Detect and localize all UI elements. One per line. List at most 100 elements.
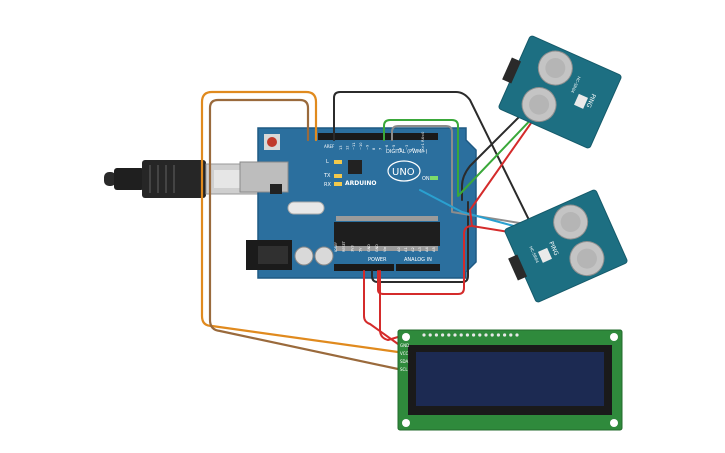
sensor-top-header	[502, 57, 522, 84]
on-label: ON	[422, 176, 430, 182]
digital-pin-label: 7	[379, 148, 383, 150]
lcd-screen	[416, 352, 604, 406]
lcd-pin-labels: GND VCC SDA SCL	[400, 343, 409, 372]
lcd-header-hole	[515, 333, 519, 337]
lcd-header-hole	[428, 333, 432, 337]
capacitor-1	[294, 246, 314, 266]
arduino-uno-board: DIGITAL (PWM~) AREF L TX RX ON ARDUINO U…	[239, 127, 477, 279]
lcd-header-hole	[478, 333, 482, 337]
usb-strain-relief	[114, 168, 144, 190]
power-header	[334, 264, 394, 271]
lcd-header-hole	[465, 333, 469, 337]
led-l	[334, 160, 342, 164]
lcd-header-holes	[422, 333, 519, 337]
lcd-module: GND VCC SDA SCL	[397, 329, 623, 431]
txrx-pin-label: TX>1 RX<0	[421, 131, 425, 154]
lcd-pin-label: SCL	[400, 367, 408, 372]
digital-pin-label: 12	[346, 145, 350, 150]
sensor-bottom-label: HC-SR04	[528, 245, 540, 264]
power-pin-label: Vin	[383, 247, 387, 252]
analog-header	[396, 264, 440, 271]
power-label: POWER	[368, 257, 387, 263]
digital-pin-label: ~3	[405, 145, 409, 150]
ultrasonic-sensor-top: HC-SR04 PING	[498, 35, 622, 149]
wire-orange-sda	[200, 90, 400, 354]
lcd-header-hole	[509, 333, 513, 337]
digital-pin-label: 13	[339, 145, 343, 150]
lcd-header-hole	[434, 333, 438, 337]
analog-pin-label: A2	[411, 247, 415, 252]
l-label: L	[326, 159, 329, 165]
digital-pin-label: 4	[398, 147, 402, 150]
wire-blue-bottom	[419, 189, 537, 233]
digital-pin-label: ~11	[352, 142, 356, 150]
sensor-top-crystal	[574, 93, 589, 109]
wire-gray-bottom	[391, 125, 539, 227]
wire-brown-scl	[208, 98, 400, 371]
uno-badge	[387, 160, 421, 182]
power-pin-label: RESET	[342, 240, 346, 252]
lcd-header-hole	[453, 333, 457, 337]
lcd-mount-hole-br	[610, 419, 618, 427]
power-pin-label: GND	[367, 244, 371, 252]
power-pin-label: 3V3	[350, 245, 354, 252]
analog-pin-label: A0	[397, 247, 401, 252]
atmega-chip	[334, 222, 440, 246]
digital-pin-label: ~10	[359, 142, 363, 150]
rx-label: RX	[324, 182, 331, 188]
lcd-mount-hole-tl	[402, 333, 410, 341]
digital-label: DIGITAL (PWM~)	[386, 149, 428, 155]
lcd-header-hole	[484, 333, 488, 337]
wire-red-lcd-gnd	[379, 270, 399, 341]
lcd-header-hole	[459, 333, 463, 337]
lcd-header-hole	[503, 333, 507, 337]
capacitor-2	[314, 246, 334, 266]
led-tx	[334, 174, 342, 178]
wire-red-top-vcc	[469, 115, 537, 227]
brand-label: ARDUINO	[345, 180, 376, 187]
wire-black-power-gnd	[371, 201, 469, 283]
led-on	[430, 176, 438, 180]
lcd-pin-label: GND	[400, 343, 409, 348]
sensor-bottom-crystal	[537, 247, 552, 263]
uno-label: UNO	[392, 167, 415, 178]
analog-pin-label: A1	[404, 247, 408, 252]
usb-chip	[348, 160, 362, 174]
sensor-top-label: HC-SR04	[570, 76, 582, 95]
lcd-mount-hole-tr	[610, 333, 618, 341]
tx-label: TX	[323, 173, 331, 179]
analog-pin-label: A4	[425, 247, 429, 252]
digital-pin-label: 8	[372, 147, 376, 150]
wire-black-gnd-bottom	[333, 91, 531, 223]
power-pin-label: 5V	[359, 247, 363, 252]
lcd-pin-label: SDA	[400, 359, 409, 364]
digital-header	[318, 133, 438, 140]
wire-green-top	[383, 109, 541, 197]
wire-red-bottom-vcc	[377, 225, 535, 295]
crystal	[287, 201, 325, 215]
power-pin-label: IOREF	[334, 242, 338, 252]
analog-pin-label: A5	[432, 247, 436, 252]
wires	[200, 90, 541, 371]
digital-pin-label: ~6	[385, 144, 389, 150]
lcd-mount-hole-bl	[402, 419, 410, 427]
ultrasonic-sensor-bottom: HC-SR04 PING	[504, 189, 628, 303]
lcd-header-hole	[472, 333, 476, 337]
analog-pin-label: A3	[418, 247, 422, 252]
lcd-header-hole	[490, 333, 494, 337]
lcd-header-hole	[447, 333, 451, 337]
aref-label: AREF	[324, 144, 335, 149]
led-rx	[334, 182, 342, 186]
wire-red-lcd-vcc	[363, 270, 399, 345]
lcd-pin-label: VCC	[400, 351, 409, 356]
sensor-bottom-header	[508, 254, 528, 281]
lcd-header-hole	[422, 333, 426, 337]
analog-label: ANALOG IN	[404, 257, 432, 263]
usb-cable-end	[104, 172, 116, 186]
lcd-header-hole	[496, 333, 500, 337]
digital-pin-label: ~9	[365, 144, 369, 150]
wire-black-gnd-top	[461, 103, 533, 201]
